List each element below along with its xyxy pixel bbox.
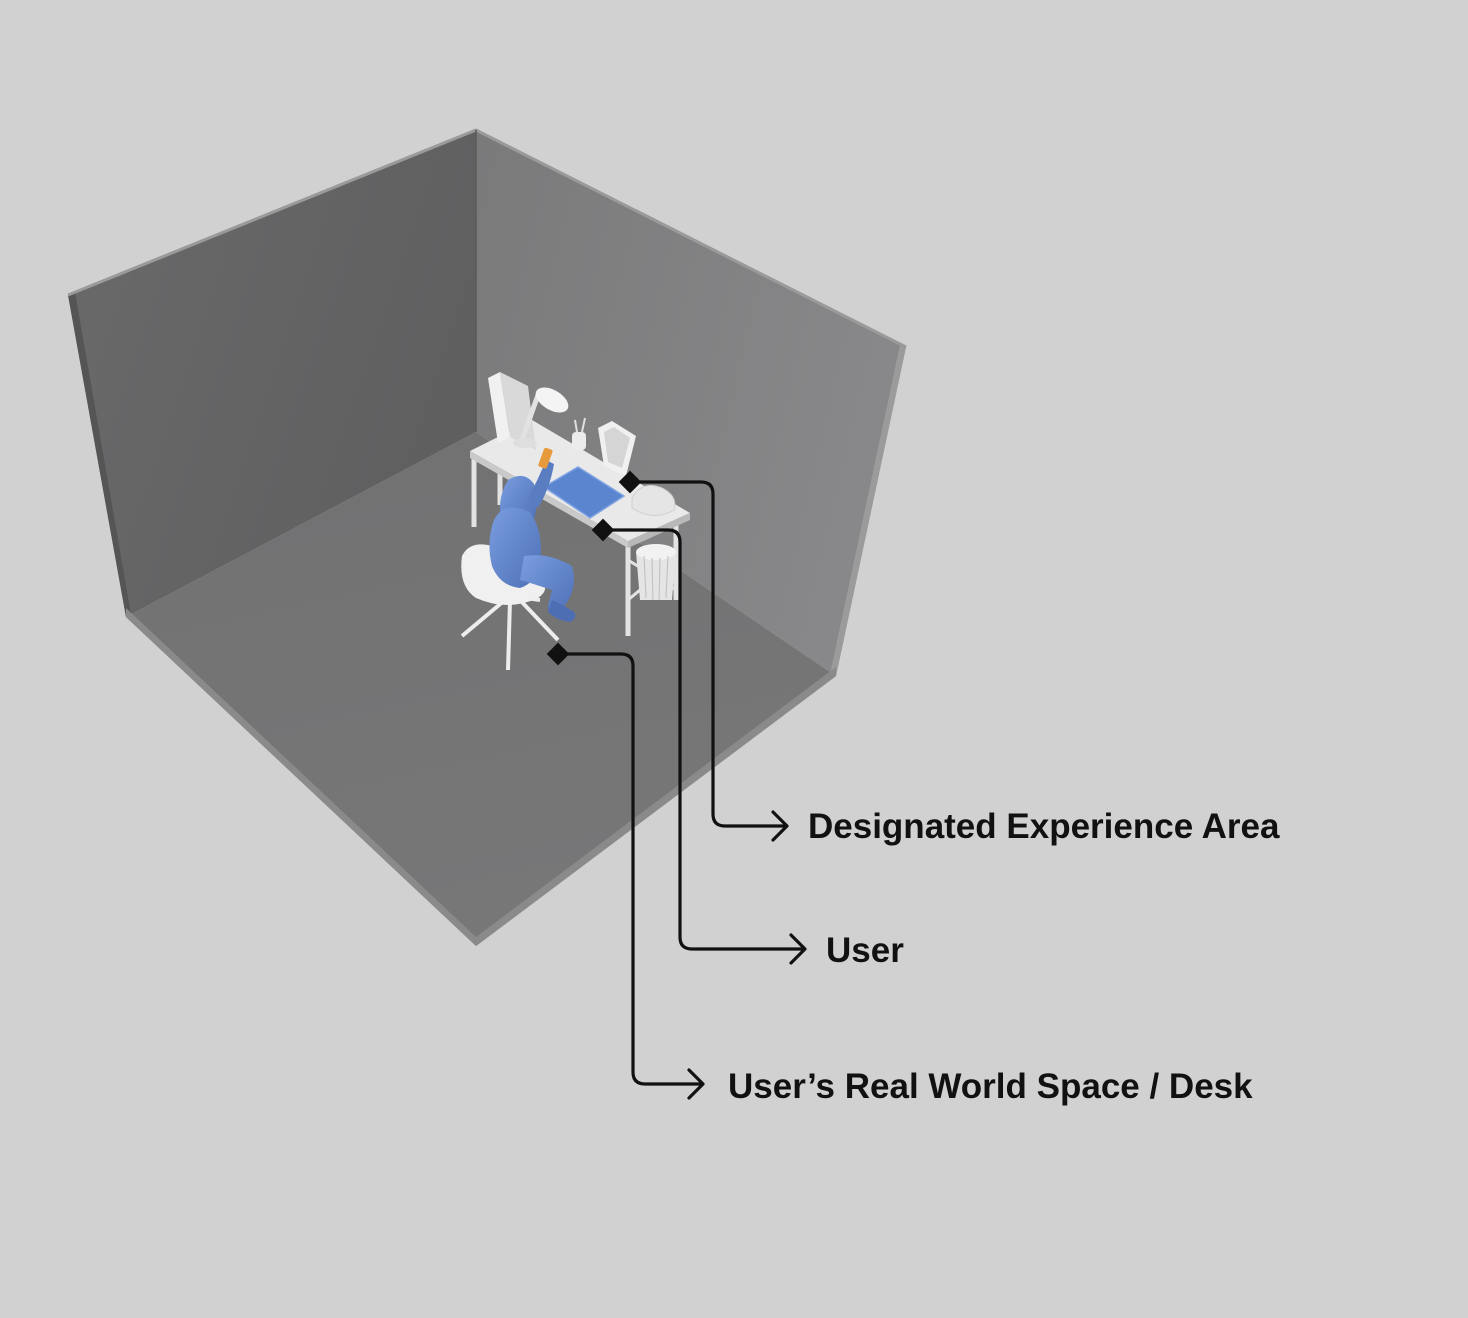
room-left-wall <box>68 130 476 617</box>
leader-line-real-world-space <box>556 652 703 1086</box>
room-right-wall <box>476 130 906 676</box>
label-user: User <box>826 931 904 970</box>
desk-top-edge <box>470 451 628 548</box>
room-left-wall-edge <box>68 292 131 617</box>
user-figure <box>489 447 576 622</box>
trash-bin <box>636 544 676 601</box>
label-real-world-space: User’s Real World Space / Desk <box>728 1067 1253 1106</box>
phone <box>538 447 553 469</box>
arrow-right-icon <box>789 933 807 965</box>
bag <box>631 485 676 516</box>
room-floor-right-edge <box>476 667 836 946</box>
diamond-anchor-icon <box>546 642 570 666</box>
room-floor-left-edge <box>126 608 476 946</box>
experience-area-mat <box>542 466 626 519</box>
diamond-anchor-icon <box>591 518 615 542</box>
callout-user: User <box>591 518 904 970</box>
leader-line-user <box>601 528 805 951</box>
arrow-right-icon <box>687 1068 705 1100</box>
label-experience-area: Designated Experience Area <box>808 807 1280 846</box>
pen-cup <box>572 432 586 450</box>
desk-lamp <box>513 387 569 448</box>
diamond-anchor-icon <box>618 470 642 494</box>
room-right-wall-edge <box>830 345 906 676</box>
leader-line-experience-area <box>628 480 787 828</box>
monitor <box>488 372 510 443</box>
arrow-right-icon <box>771 810 789 842</box>
room-model <box>67 128 907 946</box>
callout-real-world-space: User’s Real World Space / Desk <box>546 642 1253 1106</box>
callout-experience-area: Designated Experience Area <box>618 470 1280 846</box>
